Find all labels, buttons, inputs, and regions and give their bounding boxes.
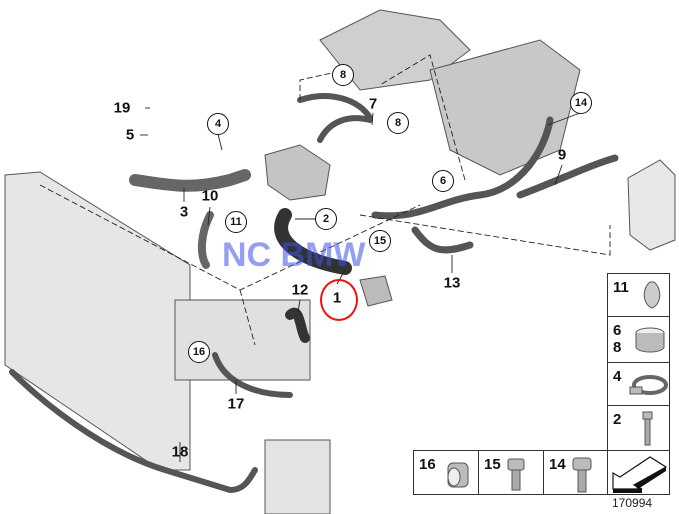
- direction-arrow-icon: [607, 450, 670, 495]
- callout-11: 11: [225, 211, 247, 233]
- callout-6: 6: [432, 170, 454, 192]
- band-clamp-icon: [635, 327, 665, 353]
- callout-3: 3: [179, 203, 189, 221]
- legend-bolt-2: 2: [607, 405, 670, 451]
- callout-16: 16: [188, 341, 210, 363]
- aux-radiator: [264, 439, 331, 514]
- bolt-icon: [507, 458, 525, 491]
- callout-10: 10: [201, 187, 219, 205]
- pipe-17: [212, 352, 293, 398]
- hose-3: [129, 169, 251, 192]
- bolt-icon: [572, 457, 592, 493]
- legend-bolt-2-number: 2: [613, 411, 622, 428]
- radiator: [4, 171, 191, 471]
- diagram-number: 170994: [612, 496, 653, 510]
- callout-4: 4: [207, 113, 229, 135]
- legend-clip-number: 11: [613, 279, 629, 296]
- legend-clip: 11: [607, 273, 670, 317]
- callout-7: 7: [368, 95, 378, 113]
- watermark: NC BMW: [222, 236, 366, 274]
- pipe-18: [9, 369, 258, 494]
- legend-bolt-15-number: 15: [484, 456, 501, 473]
- bolt-icon: [642, 411, 653, 446]
- hose-7: [297, 93, 373, 143]
- hose-12: [285, 307, 310, 343]
- dashed-guide-lines: [39, 54, 611, 346]
- expansion-tank: [627, 159, 676, 251]
- legend-grommet: 16: [413, 450, 479, 495]
- clip-icon: [643, 281, 661, 309]
- callout-15: 15: [369, 230, 391, 252]
- water-pump: [264, 144, 331, 201]
- hose-10: [197, 211, 214, 269]
- leader-lines: [140, 107, 581, 462]
- legend-bolt-15: 15: [478, 450, 544, 495]
- callout-18: 18: [171, 443, 189, 461]
- hose-2: [274, 208, 352, 275]
- callout-17: 17: [227, 395, 245, 413]
- legend-bolt-14-number: 14: [549, 456, 566, 473]
- hose-9: [516, 154, 619, 199]
- callout-14: 14: [570, 92, 592, 114]
- highlight-circle: [320, 279, 358, 321]
- callout-13: 13: [443, 274, 461, 292]
- legend-bolt-14: 14: [543, 450, 608, 495]
- callout-2: 2: [315, 208, 337, 230]
- callout-8: 8: [332, 64, 354, 86]
- hose-13: [411, 226, 474, 254]
- callout-9: 9: [557, 146, 567, 164]
- thermostat: [359, 275, 393, 307]
- callout-5: 5: [125, 126, 135, 144]
- pipe-6: [371, 116, 554, 220]
- callout-19: 19: [113, 99, 131, 117]
- legend-hose-clamp-number: 4: [613, 368, 622, 385]
- hose-clamp-icon: [629, 375, 668, 395]
- legend-grommet-number: 16: [419, 456, 436, 473]
- radiator-support: [174, 299, 311, 381]
- grommet-icon: [447, 462, 469, 488]
- callout-12: 12: [291, 281, 309, 299]
- legend-hose-clamp: 4: [607, 362, 670, 406]
- callout-8: 8: [387, 112, 409, 134]
